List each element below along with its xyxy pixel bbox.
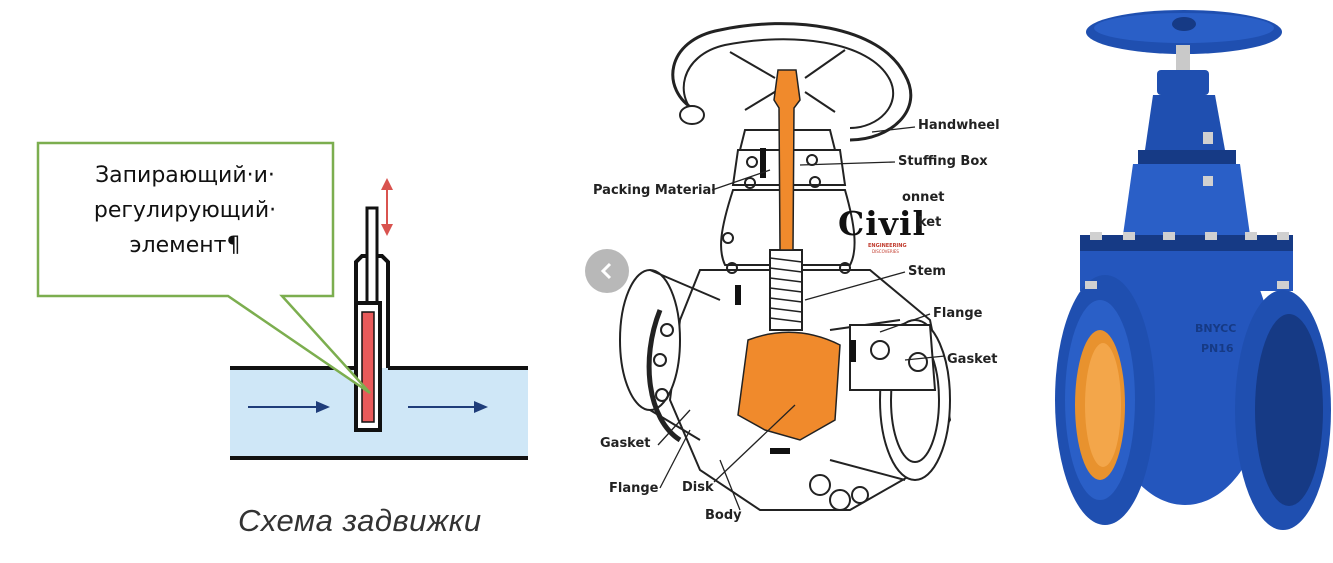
label-flange-left: Flange <box>609 481 659 496</box>
flow-arrow-left-icon <box>248 401 330 413</box>
civil-engineering-logo: Civil ENGINEERING DISCOVERIES <box>838 204 953 254</box>
logo-subtitle: ENGINEERING <box>868 243 907 249</box>
chevron-left-icon <box>600 262 612 280</box>
callout-box <box>36 141 371 395</box>
gate-element <box>361 311 375 423</box>
valve-schematic-panel: Запирающий·и· регулирующий· элемент¶ Схе… <box>0 0 575 558</box>
valve-disk-highlight <box>737 69 841 441</box>
body-marking-2: PN16 <box>1201 342 1234 355</box>
valve-schematic <box>36 141 528 460</box>
flow-arrow-right-icon <box>408 401 488 413</box>
blue-gate-valve-illustration: BNYCC PN16 <box>1055 10 1331 530</box>
label-flange-right: Flange <box>933 306 983 321</box>
label-stuffing-box: Stuffing Box <box>898 154 988 169</box>
callout-line-3: элемент¶ <box>129 233 241 258</box>
label-packing-material: Packing Material <box>593 183 716 198</box>
label-bonnet: onnet <box>902 190 945 205</box>
label-stem: Stem <box>908 264 946 279</box>
label-body: Body <box>705 508 742 523</box>
label-gasket-left: Gasket <box>600 436 651 451</box>
label-gasket-top: ket <box>918 215 942 230</box>
up-down-arrow-icon <box>381 178 393 236</box>
valve-photo-panel: BNYCC PN16 <box>1045 0 1333 558</box>
body-marking-1: BNYCC <box>1195 322 1236 335</box>
logo-subtitle-2: DISCOVERIES <box>872 249 899 254</box>
previous-image-button[interactable] <box>585 249 629 293</box>
callout-text: Запирающий·и· регулирующий· элемент¶ <box>40 158 330 263</box>
label-gasket-right: Gasket <box>947 352 998 367</box>
callout-line-2: регулирующий· <box>93 198 277 223</box>
label-handwheel: Handwheel <box>918 118 1000 133</box>
schematic-caption: Схема задвижки <box>238 503 482 538</box>
callout-line-1: Запирающий·и· <box>95 163 275 188</box>
logo-text: Civil <box>838 204 927 243</box>
label-disk: Disk <box>682 480 714 495</box>
